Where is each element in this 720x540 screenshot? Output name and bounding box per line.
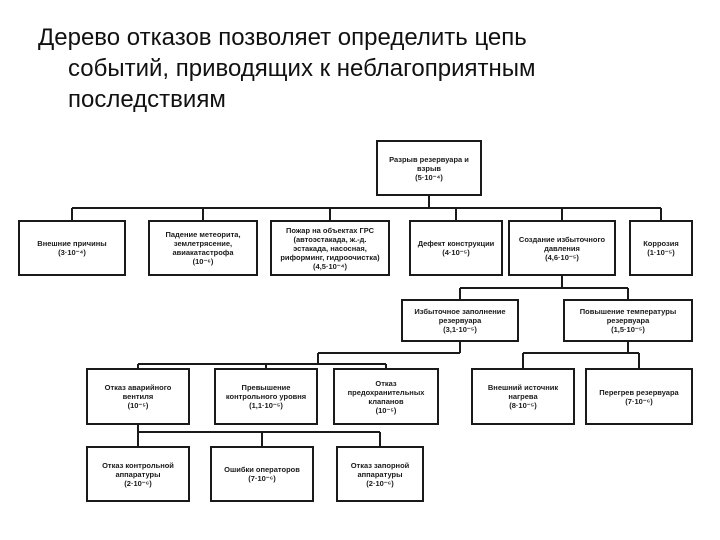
node-corrosion: Коррозия (1·10⁻⁵) (629, 220, 693, 276)
node-label: Отказ контрольной аппаратуры (102, 460, 174, 479)
node-emergency-valve: Отказ аварийного вентиля (10⁻⁵) (86, 368, 190, 425)
node-label: Внешние причины (37, 239, 107, 248)
node-label: Создание избыточного давления (518, 234, 606, 253)
node-label: Избыточное заполнение резервуара (414, 307, 506, 325)
node-value: (8·10⁻⁵) (509, 401, 537, 410)
node-label: Повышение температуры резервуара (579, 307, 677, 325)
node-overfill: Избыточное заполнение резервуара (3,1·10… (401, 299, 519, 342)
node-value: (3,1·10⁻⁵) (443, 325, 477, 334)
node-operator-errors: Ошибки операторов (7·10⁻⁶) (210, 446, 314, 502)
node-label: Падение метеорита, землетрясение, авиака… (165, 230, 241, 257)
node-label: Коррозия (643, 239, 679, 248)
node-level-exceeded: Превышение контрольного уровня (1,1·10⁻⁵… (214, 368, 318, 425)
node-value: (10⁻⁶) (192, 257, 214, 266)
node-value: (7·10⁻⁶) (248, 474, 276, 483)
node-fire: Пожар на объектах ГРС (автоэстакада, ж.-… (270, 220, 390, 276)
node-value: (1·10⁻⁵) (647, 248, 675, 257)
node-value: (2·10⁻⁶) (124, 478, 152, 488)
node-label: Превышение контрольного уровня (225, 383, 307, 401)
node-value: (7·10⁻⁶) (625, 396, 653, 406)
node-safety-valves: Отказ предохранительных клапанов (10⁻⁵) (333, 368, 439, 425)
node-label: Отказ аварийного вентиля (104, 383, 172, 401)
node-label: Пожар на объектах ГРС (автоэстакада, ж.-… (280, 225, 380, 262)
node-value: (4·10⁻⁵) (442, 248, 470, 257)
node-label: Отказ запорной аппаратуры (350, 460, 410, 479)
node-value: (5·10⁻⁴) (415, 172, 443, 182)
slide-title-line-1: Дерево отказов позволяет определить цепь (38, 24, 527, 51)
slide-title-line-3: последствиям (68, 86, 226, 113)
node-label: Перегрев резервуара (599, 387, 679, 397)
slide-title-line-2: событий, приводящих к неблагоприятным (68, 55, 536, 82)
slide-title: Дерево отказов позволяет определить цепь… (38, 22, 698, 115)
node-value: (4,6·10⁻⁵) (545, 252, 579, 262)
node-label: Ошибки операторов (224, 465, 300, 474)
node-label: Разрыв резервуара и взрыв (389, 154, 469, 173)
node-control-equipment: Отказ контрольной аппаратуры (2·10⁻⁶) (86, 446, 190, 502)
node-value: (10⁻⁵) (127, 401, 149, 410)
node-value: (2·10⁻⁶) (366, 478, 394, 488)
node-temperature-rise: Повышение температуры резервуара (1,5·10… (563, 299, 693, 342)
node-value: (3·10⁻⁴) (58, 248, 86, 257)
node-value: (10⁻⁵) (375, 405, 397, 415)
node-external-causes: Внешние причины (3·10⁻⁴) (18, 220, 126, 276)
root-node: Разрыв резервуара и взрыв (5·10⁻⁴) (376, 140, 482, 196)
node-value: (4,5·10⁻⁴) (313, 261, 347, 271)
node-value: (1,1·10⁻⁵) (249, 401, 283, 410)
node-external-heat: Внешний источник нагрева (8·10⁻⁵) (471, 368, 575, 425)
node-label: Отказ предохранительных клапанов (347, 378, 425, 406)
node-label: Дефект конструкции (417, 239, 495, 248)
node-overheating: Перегрев резервуара (7·10⁻⁶) (585, 368, 693, 425)
node-design-defect: Дефект конструкции (4·10⁻⁵) (409, 220, 503, 276)
node-shutoff-equipment: Отказ запорной аппаратуры (2·10⁻⁶) (336, 446, 424, 502)
node-overpressure: Создание избыточного давления (4,6·10⁻⁵) (508, 220, 616, 276)
node-label: Внешний источник нагрева (487, 383, 559, 401)
node-value: (1,5·10⁻⁵) (611, 325, 645, 334)
node-meteorite: Падение метеорита, землетрясение, авиака… (148, 220, 258, 276)
